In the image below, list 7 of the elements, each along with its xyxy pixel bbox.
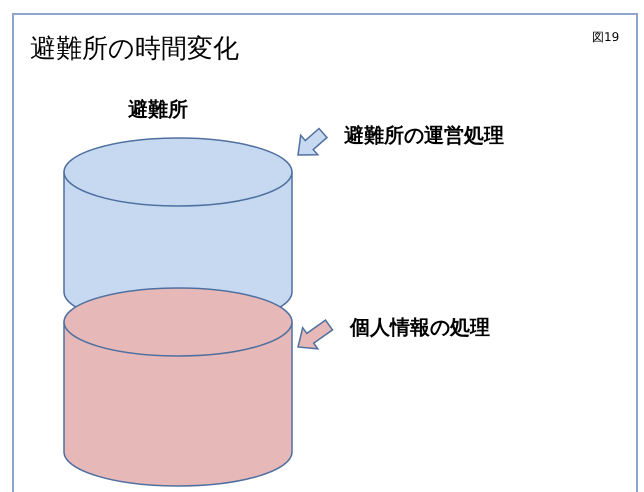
figure-number: 図19: [592, 29, 620, 46]
callout-text: 個人情報の処理: [350, 312, 550, 342]
callout-text: 避難所の運営処理: [344, 120, 564, 150]
heading-label: 避難所: [128, 96, 188, 123]
block-arrow: [297, 319, 334, 350]
title: 避難所の時間変化: [30, 33, 239, 66]
block-arrow: [297, 127, 328, 156]
